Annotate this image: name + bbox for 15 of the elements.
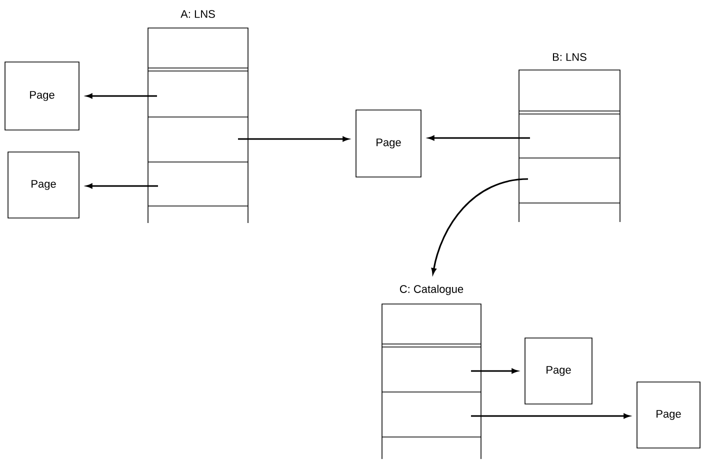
table: C: Catalogue: [382, 284, 482, 460]
arrow: [428, 136, 530, 140]
page-box: Page: [356, 110, 422, 178]
arrow: [471, 414, 630, 418]
table: A: LNS: [148, 10, 248, 224]
page-box: Page: [4, 62, 80, 130]
arrow: [431, 178, 528, 274]
arrow: [86, 94, 157, 98]
arrow: [86, 184, 158, 188]
page-box: Page: [524, 338, 592, 404]
page-box: Page: [636, 382, 700, 448]
arrow: [471, 368, 518, 374]
arrow: [238, 136, 349, 142]
page-box: Page: [8, 152, 80, 218]
table: B: LNS: [518, 53, 620, 222]
